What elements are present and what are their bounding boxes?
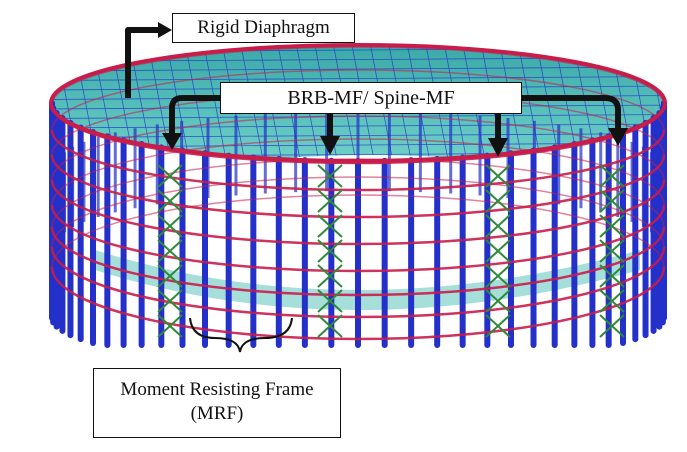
roof-grid-line [666,40,687,170]
floor-ring-beam-back [51,138,665,206]
roof-grid-line [51,76,665,81]
brace-member [599,289,625,313]
brace-member [599,214,625,238]
brace-member [157,314,183,338]
roof-ring-beam [49,43,667,163]
brace-arrowhead-left [162,133,182,150]
brace-member [599,164,625,188]
brace-arrowhead-right-outer [608,128,628,146]
annotation-arrows [125,22,628,157]
floor-ring-beam-back [51,194,665,268]
rigid-diaphragm-label: Rigid Diaphragm [172,13,355,43]
columns [49,100,667,348]
roof-grid-line [51,123,665,129]
mrf-curly-brace [189,317,293,353]
floor-ring-beam [50,129,666,192]
brace-frame-label: BRB-MF/ Spine-MF [220,82,522,114]
floor-ring-beam [50,154,666,219]
roof-grid-line [202,45,229,161]
brace-member [157,264,183,288]
brace-member [485,289,511,313]
brace-member [485,314,511,338]
rigid-diaphragm-arrowhead [158,22,172,38]
brace-member [485,164,511,188]
brace-member [157,164,183,188]
brace-arrowhead-right-inner [488,138,508,157]
floor-ring-beam [50,266,666,341]
floor-ring-beam [50,246,666,319]
brace-member [599,189,625,213]
floor-ring-beam [50,204,666,273]
brace-member [485,214,511,238]
brace-member [317,264,343,288]
brace-member [317,239,343,263]
brace-arrow-right-outer [522,95,621,130]
brace-member [317,189,343,213]
brace-member [485,189,511,213]
brace-member [317,289,343,313]
brace-member [157,189,183,213]
brace-member [599,314,625,338]
floor-ring-beam-back [51,69,665,131]
floor-ring-beam [50,179,666,246]
brace-member [599,264,625,288]
floor-ring-beam-back [51,115,665,181]
floor-ring-beam [50,226,666,297]
moment-frame-label-line1: Moment Resisting Frame [120,379,314,400]
brace-member [157,214,183,238]
moment-frame-label-line2: (MRF) [190,403,244,424]
brace-member [599,239,625,263]
brace-arrowhead-center [320,136,340,155]
brace-member [485,239,511,263]
moment-frame-label: Moment Resisting Frame (MRF) [93,368,341,438]
brace-member [157,289,183,313]
floor-ring-beam-back [51,176,665,248]
brace-member [485,264,511,288]
brace-member [317,164,343,188]
roof-grid-line [51,66,665,72]
brace-member [157,239,183,263]
brace-arrow-left [169,95,220,135]
brace-member [317,314,343,338]
rigid-diaphragm-arrow [125,27,160,98]
brace-frames [157,164,625,338]
brace-member [317,214,343,238]
